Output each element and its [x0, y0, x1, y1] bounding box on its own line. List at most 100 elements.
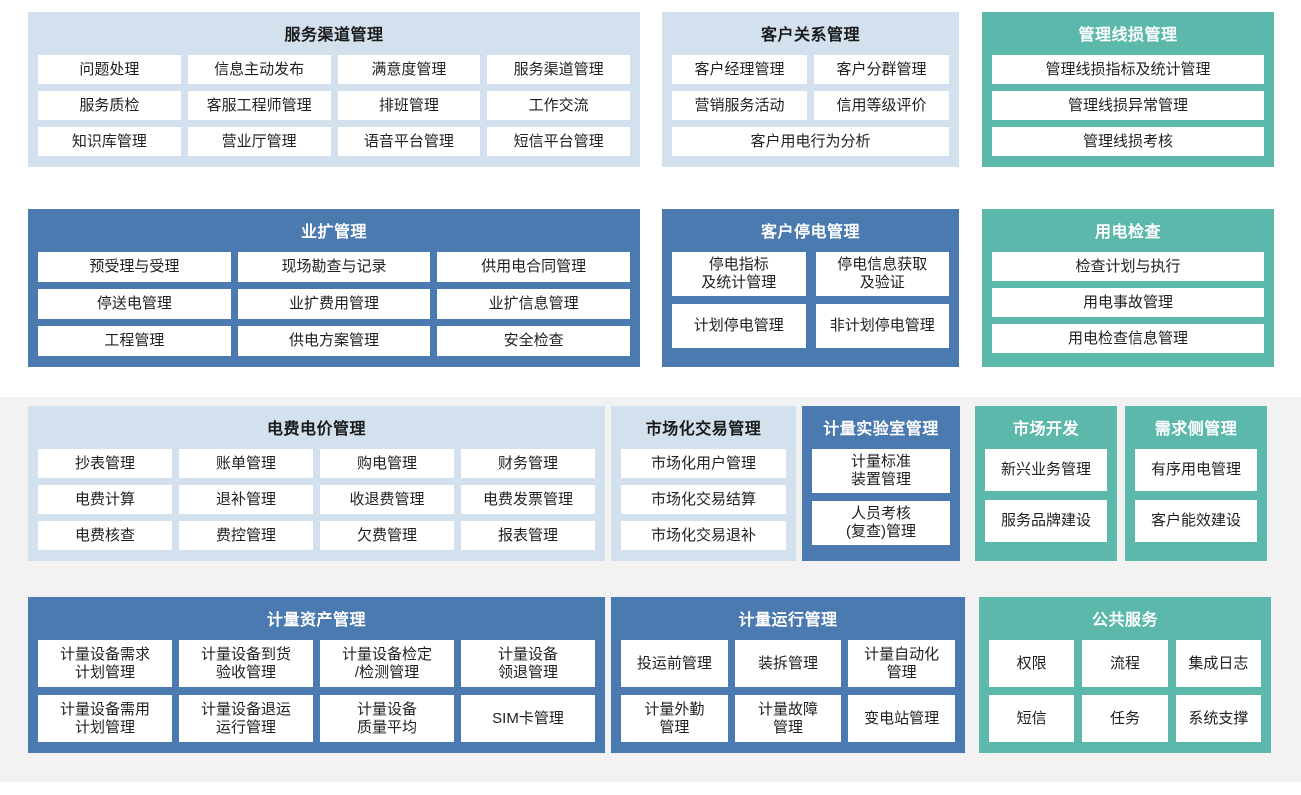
tile-grid: 计量标准 装置管理 人员考核 (复查)管理: [812, 449, 950, 550]
tile-collection-refund-management[interactable]: 收退费管理: [320, 485, 454, 514]
tile-service-engineer-management[interactable]: 客服工程师管理: [187, 91, 331, 120]
tile-workflow[interactable]: 流程: [1082, 640, 1168, 687]
tile-market-trade-refund[interactable]: 市场化交易退补: [621, 521, 786, 550]
panel-title: 管理线损管理: [1078, 27, 1178, 44]
tile-metering-device-quality-average[interactable]: 计量设备 质量平均: [320, 695, 454, 742]
tile-arrears-management[interactable]: 欠费管理: [320, 521, 454, 550]
tile-metering-fault-management[interactable]: 计量故障 管理: [734, 695, 842, 742]
tile-install-removal-management[interactable]: 装拆管理: [734, 640, 842, 687]
tile-planned-outage-management[interactable]: 计划停电管理: [672, 304, 806, 348]
tile-customer-segmentation-management[interactable]: 客户分群管理: [814, 55, 949, 84]
tile-satisfaction-management[interactable]: 满意度管理: [337, 55, 481, 84]
tile-credit-rating-evaluation[interactable]: 信用等级评价: [814, 91, 949, 120]
tile-site-survey-and-record[interactable]: 现场勘查与记录: [237, 252, 431, 282]
panel-title: 服务渠道管理: [284, 27, 384, 44]
tile-system-support[interactable]: 系统支撑: [1175, 695, 1261, 742]
tile-pre-acceptance-and-acceptance[interactable]: 预受理与受理: [38, 252, 231, 282]
tile-line-loss-indicator-statistics[interactable]: 管理线损指标及统计管理: [992, 55, 1264, 84]
tile-metering-device-requirement-plan[interactable]: 计量设备需用 计划管理: [38, 695, 172, 742]
tile-metering-device-demand-plan[interactable]: 计量设备需求 计划管理: [38, 640, 172, 687]
tile-market-user-management[interactable]: 市场化用户管理: [621, 449, 786, 478]
tile-grid: 新兴业务管理 服务品牌建设: [985, 449, 1107, 550]
tile-electricity-fee-calculation[interactable]: 电费计算: [38, 485, 172, 514]
tile-proactive-info-release[interactable]: 信息主动发布: [187, 55, 331, 84]
tile-power-cutoff-restore-management[interactable]: 停送电管理: [38, 289, 231, 319]
tile-unplanned-outage-management[interactable]: 非计划停电管理: [815, 304, 949, 348]
tile-grid: 市场化用户管理 市场化交易结算 市场化交易退补: [621, 449, 786, 550]
tile-metering-standard-device-management[interactable]: 计量标准 装置管理: [812, 449, 950, 493]
tile-finance-management[interactable]: 财务管理: [461, 449, 595, 478]
panel-electricity-usage-inspection: 用电检查 检查计划与执行 用电事故管理 用电检查信息管理: [982, 209, 1274, 367]
tile-substation-management[interactable]: 变电站管理: [848, 695, 955, 742]
tile-shift-scheduling[interactable]: 排班管理: [337, 91, 481, 120]
tile-work-communication[interactable]: 工作交流: [487, 91, 630, 120]
panel-metering-laboratory-management: 计量实验室管理 计量标准 装置管理 人员考核 (复查)管理: [802, 406, 960, 561]
tile-orderly-electricity-management[interactable]: 有序用电管理: [1135, 449, 1257, 491]
tile-billing-management[interactable]: 账单管理: [179, 449, 313, 478]
tile-knowledge-base-management[interactable]: 知识库管理: [38, 127, 181, 156]
panel-business-expansion-management: 业扩管理 预受理与受理 现场勘查与记录 供用电合同管理 停送电管理 业扩费用管理…: [28, 209, 640, 367]
tile-electricity-fee-audit[interactable]: 电费核查: [38, 521, 172, 550]
tile-sms-platform-management[interactable]: 短信平台管理: [487, 127, 630, 156]
tile-metering-device-arrival-acceptance[interactable]: 计量设备到货 验收管理: [179, 640, 313, 687]
tile-metering-device-issue-return[interactable]: 计量设备 领退管理: [461, 640, 595, 687]
tile-service-quality-inspection[interactable]: 服务质检: [38, 91, 181, 120]
tile-business-hall-management[interactable]: 营业厅管理: [187, 127, 331, 156]
panel-title: 客户停电管理: [760, 224, 860, 241]
tile-line-loss-assessment[interactable]: 管理线损考核: [992, 127, 1264, 156]
panel-title: 需求侧管理: [1154, 421, 1238, 438]
tile-inspection-plan-and-execution[interactable]: 检查计划与执行: [992, 252, 1264, 281]
tile-outage-indicator-statistics[interactable]: 停电指标 及统计管理: [672, 252, 806, 296]
tile-grid: 权限 流程 集成日志 短信 任务 系统支撑: [989, 640, 1261, 742]
tile-power-supply-contract-management[interactable]: 供用电合同管理: [437, 252, 630, 282]
tile-metering-field-work-management[interactable]: 计量外勤 管理: [621, 695, 728, 742]
tile-safety-inspection[interactable]: 安全检查: [437, 326, 630, 356]
tile-sim-card-management[interactable]: SIM卡管理: [461, 695, 595, 742]
tile-outage-info-acquisition-verification[interactable]: 停电信息获取 及验证: [815, 252, 949, 296]
tile-power-supply-plan-management[interactable]: 供电方案管理: [237, 326, 431, 356]
tile-grid: 停电指标 及统计管理 停电信息获取 及验证 计划停电管理 非计划停电管理: [672, 252, 949, 356]
tile-expansion-info-management[interactable]: 业扩信息管理: [437, 289, 630, 319]
tile-engineering-management[interactable]: 工程管理: [38, 326, 231, 356]
tile-account-manager-management[interactable]: 客户经理管理: [672, 55, 807, 84]
tile-power-purchase-management[interactable]: 购电管理: [320, 449, 454, 478]
tile-marketing-service-activities[interactable]: 营销服务活动: [672, 91, 807, 120]
tile-electricity-accident-management[interactable]: 用电事故管理: [992, 288, 1264, 317]
tile-fee-control-management[interactable]: 费控管理: [179, 521, 313, 550]
tile-metering-device-decommission-operation[interactable]: 计量设备退运 运行管理: [179, 695, 313, 742]
tile-market-trade-settlement[interactable]: 市场化交易结算: [621, 485, 786, 514]
tile-task[interactable]: 任务: [1082, 695, 1168, 742]
tile-service-channel-management[interactable]: 服务渠道管理: [487, 55, 630, 84]
tile-pre-commissioning-management[interactable]: 投运前管理: [621, 640, 728, 687]
panel-title: 客户关系管理: [760, 27, 860, 44]
tile-inspection-info-management[interactable]: 用电检查信息管理: [992, 324, 1264, 353]
tile-integration-log[interactable]: 集成日志: [1175, 640, 1261, 687]
tile-metering-device-verification-testing[interactable]: 计量设备检定 /检测管理: [320, 640, 454, 687]
tile-emerging-business-management[interactable]: 新兴业务管理: [985, 449, 1107, 491]
tile-report-management[interactable]: 报表管理: [461, 521, 595, 550]
tile-customer-electricity-behavior-analysis[interactable]: 客户用电行为分析: [672, 127, 949, 156]
row-3: 电费电价管理 抄表管理 账单管理 购电管理 财务管理 电费计算 退补管理 收退费…: [28, 406, 1267, 561]
tile-grid: 客户经理管理 客户分群管理 营销服务活动 信用等级评价 客户用电行为分析: [672, 55, 949, 156]
tile-service-brand-building[interactable]: 服务品牌建设: [985, 500, 1107, 542]
tile-grid: 投运前管理 装拆管理 计量自动化 管理 计量外勤 管理 计量故障 管理 变电站管…: [621, 640, 955, 742]
tile-grid: 抄表管理 账单管理 购电管理 财务管理 电费计算 退补管理 收退费管理 电费发票…: [38, 449, 595, 550]
tile-electricity-invoice-management[interactable]: 电费发票管理: [461, 485, 595, 514]
tile-voice-platform-management[interactable]: 语音平台管理: [337, 127, 481, 156]
panel-title: 计量运行管理: [738, 612, 838, 629]
tile-personnel-assessment-review-management[interactable]: 人员考核 (复查)管理: [812, 501, 950, 545]
tile-line-loss-anomaly-management[interactable]: 管理线损异常管理: [992, 91, 1264, 120]
tile-grid: 预受理与受理 现场勘查与记录 供用电合同管理 停送电管理 业扩费用管理 业扩信息…: [38, 252, 630, 356]
tile-refund-supplement-management[interactable]: 退补管理: [179, 485, 313, 514]
tile-grid: 检查计划与执行 用电事故管理 用电检查信息管理: [992, 252, 1264, 356]
tile-expansion-fee-management[interactable]: 业扩费用管理: [237, 289, 431, 319]
tile-permissions[interactable]: 权限: [989, 640, 1075, 687]
tile-meter-reading-management[interactable]: 抄表管理: [38, 449, 172, 478]
tile-customer-energy-efficiency-building[interactable]: 客户能效建设: [1135, 500, 1257, 542]
panel-customer-outage-management: 客户停电管理 停电指标 及统计管理 停电信息获取 及验证 计划停电管理 非计划停…: [662, 209, 959, 367]
tile-issue-handling[interactable]: 问题处理: [38, 55, 181, 84]
panel-metering-operation-management: 计量运行管理 投运前管理 装拆管理 计量自动化 管理 计量外勤 管理 计量故障 …: [611, 597, 965, 753]
tile-sms[interactable]: 短信: [989, 695, 1075, 742]
tile-metering-automation-management[interactable]: 计量自动化 管理: [848, 640, 955, 687]
